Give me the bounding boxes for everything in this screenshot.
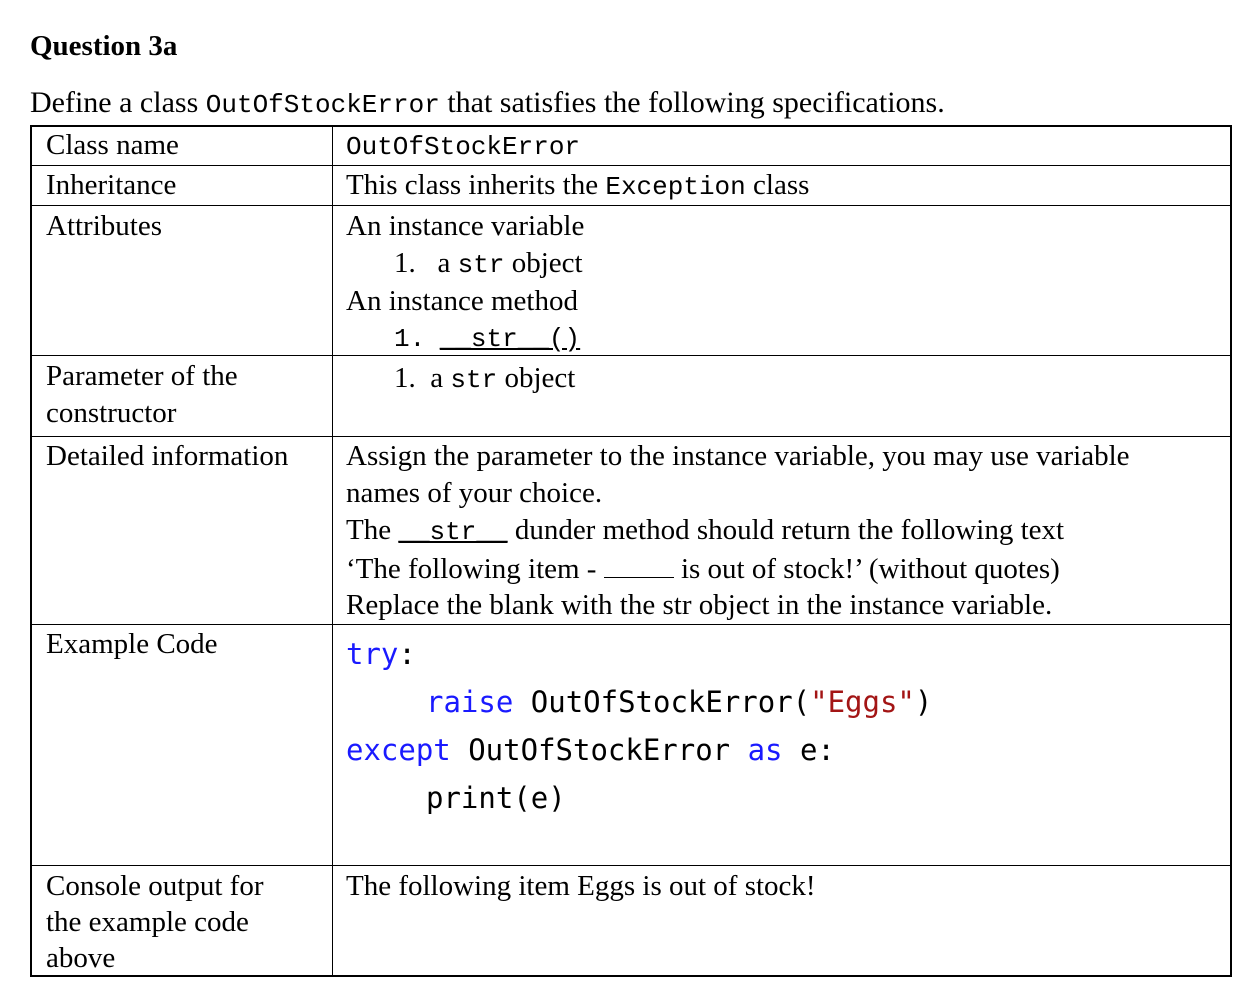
question-intro: Define a class OutOfStockError that sati… [30,86,945,120]
row-divider [32,205,1230,206]
code-line-print: print(e) [346,774,932,822]
detailed-text: The [346,514,399,546]
row-label-constructor-line2: constructor [46,397,177,429]
keyword-raise: raise [426,685,514,719]
list-text: a [437,247,458,279]
row-divider [32,436,1230,437]
row-label-console-line1: Console output for [46,870,264,902]
class-name-value: OutOfStockError [346,127,580,166]
inheritance-code: Exception [605,172,746,202]
console-output: The following item Eggs is out of stock! [346,870,816,902]
code-punct: : [398,637,416,671]
code-line-try: try: [346,630,932,678]
row-divider [32,165,1230,166]
question-heading: Question 3a [30,30,178,62]
class-name-code: OutOfStockError [346,132,581,162]
row-label-inheritance: Inheritance [46,169,177,201]
row-label-class-name: Class name [46,129,179,161]
keyword-try: try [346,637,399,671]
attributes-method-heading: An instance method [346,285,578,317]
detailed-text: ‘The following item - [346,553,604,585]
row-divider [32,624,1230,625]
code-text: print(e) [426,781,566,815]
example-code-block: try:raise OutOfStockError("Eggs")except … [346,630,932,822]
row-label-attributes: Attributes [46,210,162,242]
detailed-text: is out of stock!’ (without quotes) [673,553,1060,585]
code-line-raise: raise OutOfStockError("Eggs") [346,678,932,726]
list-text: object [504,247,583,279]
detailed-line1: Assign the parameter to the instance var… [346,440,1130,472]
detailed-text: dunder method should return the followin… [507,514,1065,546]
list-text: a [430,362,451,394]
specification-table: Class name OutOfStockError Inheritance T… [30,125,1232,977]
list-code: str [450,365,498,395]
row-label-constructor-line1: Parameter of the [46,360,238,392]
attributes-var-heading: An instance variable [346,210,585,242]
inheritance-text: This class inherits the [346,169,606,201]
inheritance-value: This class inherits the Exception class [346,167,809,206]
keyword-except: except [346,733,451,767]
answer-blank [603,553,674,578]
attributes-var-item: 1. a str object [346,245,583,284]
code-text: e: [782,733,835,767]
code-text: OutOfStockError( [513,685,811,719]
intro-class-name: OutOfStockError [205,90,440,120]
code-text: OutOfStockError [450,733,748,767]
row-label-detailed: Detailed information [46,440,289,472]
code-punct: ) [914,685,933,719]
attributes-method-item: 1. __str__() [346,319,580,358]
list-number: 1. [394,324,426,354]
row-divider [32,865,1230,866]
row-label-console-line2: the example code [46,906,249,938]
list-number: 1. [394,247,416,279]
constructor-item: 1. a str object [346,360,575,399]
list-code: __str__() [439,324,581,354]
keyword-as: as [747,733,783,767]
row-label-console-line3: above [46,942,116,974]
detailed-code: __str__ [398,517,508,547]
list-code: str [457,250,505,280]
intro-text-after: that satisfies the following specificati… [439,86,945,119]
detailed-line4: ‘The following item - is out of stock!’ … [346,551,1060,588]
detailed-line2: names of your choice. [346,477,603,509]
detailed-line5: Replace the blank with the str object in… [346,589,1053,621]
inheritance-text-after: class [745,169,810,201]
row-label-example: Example Code [46,628,218,660]
intro-text-before: Define a class [30,86,206,119]
string-literal: "Eggs" [810,685,915,719]
row-divider [32,355,1230,356]
detailed-line3: The __str__ dunder method should return … [346,512,1064,551]
list-text: object [497,362,576,394]
code-line-except: except OutOfStockError as e: [346,726,932,774]
list-number: 1. [394,362,416,394]
column-divider [332,127,333,975]
